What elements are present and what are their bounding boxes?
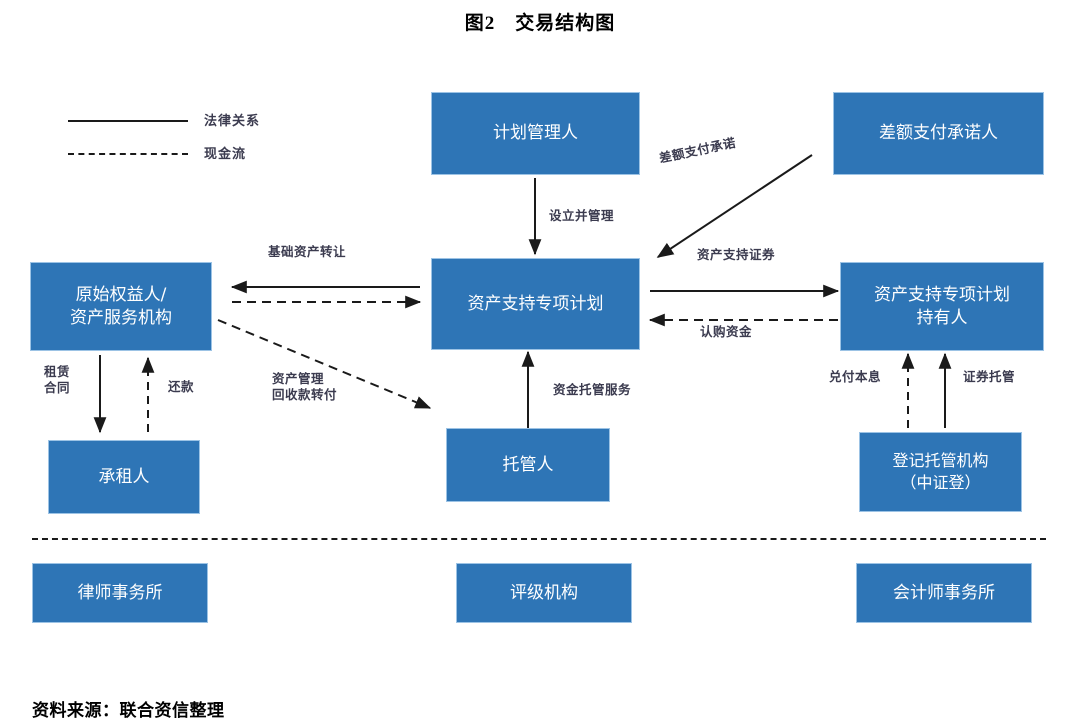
box-law-firm[interactable]: 律师事务所 — [32, 563, 208, 623]
source-note: 资料来源：联合资信整理 — [32, 701, 225, 720]
box-custodian[interactable]: 托管人 — [446, 428, 610, 502]
box-difference-payment-promisor[interactable]: 差额支付承诺人 — [833, 92, 1044, 175]
label-repayment: 还款 — [168, 380, 195, 394]
box-plan-manager[interactable]: 计划管理人 — [431, 92, 640, 175]
legend-label-cash-flow: 现金流 — [204, 146, 247, 161]
label-difference-payment-promise: 差额支付承诺 — [658, 135, 738, 166]
legend-dashed-line — [68, 153, 188, 155]
section-divider — [32, 538, 1046, 540]
label-establish-manage: 设立并管理 — [549, 209, 615, 223]
arrow-difference-payment — [656, 154, 813, 258]
label-abs-securities: 资产支持证券 — [697, 248, 776, 262]
box-originator[interactable]: 原始权益人/ 资产服务机构 — [30, 262, 212, 351]
label-subscription-funds: 认购资金 — [700, 325, 753, 339]
box-special-plan[interactable]: 资产支持专项计划 — [431, 258, 640, 350]
box-lessee[interactable]: 承租人 — [48, 440, 200, 514]
box-plan-holder[interactable]: 资产支持专项计划 持有人 — [840, 262, 1044, 351]
label-asset-transfer: 基础资产转让 — [268, 245, 347, 259]
box-accounting-firm[interactable]: 会计师事务所 — [856, 563, 1032, 623]
legend-solid-line — [68, 120, 188, 122]
figure-title: 图2 交易结构图 — [464, 13, 616, 34]
label-pay-principal-interest: 兑付本息 — [829, 370, 882, 384]
box-registration-institution[interactable]: 登记托管机构 （中证登） — [859, 432, 1022, 512]
box-rating-agency[interactable]: 评级机构 — [456, 563, 632, 623]
label-asset-mgmt-transfer: 资产管理 回收款转付 — [272, 372, 338, 402]
label-lease-contract: 租赁 合同 — [44, 365, 71, 395]
label-fund-custody-service: 资金托管服务 — [553, 383, 632, 397]
legend-label-legal-relation: 法律关系 — [204, 113, 261, 128]
label-securities-custody: 证券托管 — [963, 370, 1016, 384]
